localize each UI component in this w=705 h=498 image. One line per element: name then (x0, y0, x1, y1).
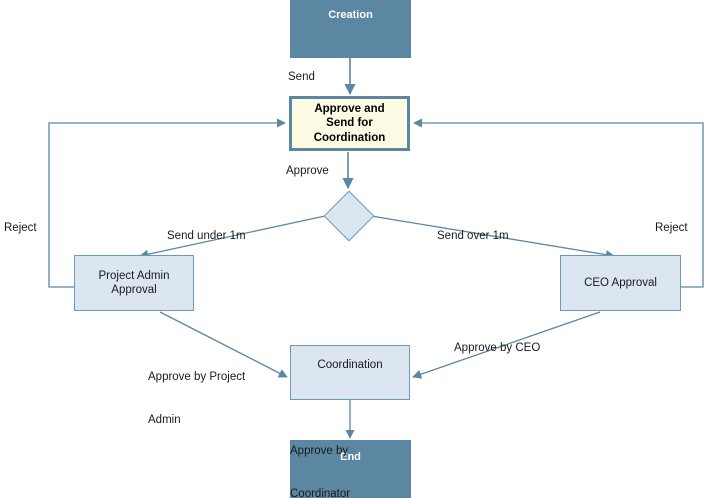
diamond-shape-icon (323, 190, 375, 242)
edge-project-admin-reject (48, 118, 286, 288)
edge-label-send-under-1m: Send under 1m (167, 230, 246, 242)
edge-label-approve-by-ceo: Approve by CEO (454, 342, 541, 354)
node-ceo-approval-label: CEO Approval (584, 276, 657, 289)
edge-label-approve: Approve (286, 165, 329, 177)
edge-label-approve-by-project-admin: Approve by Project Admin (148, 341, 245, 456)
node-coordination-label: Coordination (317, 359, 383, 371)
node-approve-line-3: Coordination (313, 131, 386, 144)
edge-label-send-over-1m: Send over 1m (437, 230, 509, 242)
node-end-label: End (340, 451, 361, 463)
edge-label-approve-by-coordinator: Approve by Coordinator (290, 415, 350, 498)
node-coordination[interactable]: Coordination (290, 345, 410, 400)
edge-project-admin-to-coordination (159, 311, 288, 378)
edge-decision-to-ceo (370, 215, 615, 260)
node-ceo-approval[interactable]: CEO Approval (560, 255, 681, 311)
node-approve-line-2: Send for (326, 117, 373, 130)
edge-label-approve-by-coordinator-line-1: Approve by (290, 444, 349, 457)
edge-label-approve-by-project-admin-line-1: Approve by Project (148, 370, 246, 383)
node-project-admin-line-1: Project Admin (98, 269, 170, 282)
node-approve-and-send-for-coordination[interactable]: Approve and Send for Coordination (289, 96, 410, 151)
node-creation[interactable]: Creation (290, 0, 411, 58)
edge-decision-to-project-admin (139, 215, 326, 259)
node-creation-label: Creation (328, 9, 373, 21)
node-project-admin-line-2: Approval (111, 284, 157, 296)
edge-label-approve-by-coordinator-line-2: Coordinator (290, 487, 351, 498)
edge-label-reject-right: Reject (655, 222, 688, 234)
node-decision-diamond[interactable] (323, 190, 375, 242)
node-project-admin-approval[interactable]: Project Admin Approval (74, 255, 194, 311)
node-approve-line-1: Approve and (314, 102, 385, 115)
edge-ceo-reject (413, 118, 704, 288)
edge-ceo-to-coordination (412, 311, 601, 379)
edge-label-approve-by-project-admin-line-2: Admin (148, 413, 181, 426)
node-end[interactable]: End (290, 440, 411, 498)
edge-label-send: Send (288, 71, 315, 83)
edge-label-reject-left: Reject (4, 222, 37, 234)
